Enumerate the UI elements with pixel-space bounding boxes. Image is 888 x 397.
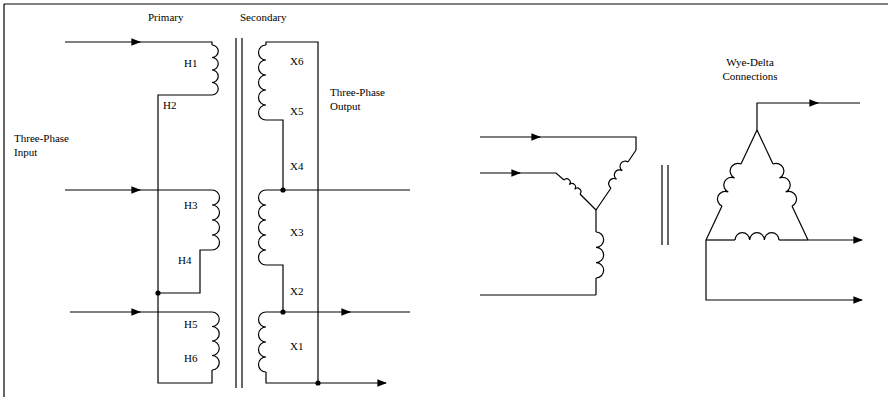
wire (580, 194, 596, 210)
terminal-label: X4 (290, 160, 303, 174)
junction-dot (280, 309, 285, 314)
wire (138, 311, 212, 312)
terminal-label: Wye-Delta Connections (715, 56, 785, 84)
wire (538, 137, 636, 150)
terminal-label: H6 (184, 352, 197, 366)
output-wire (266, 189, 410, 190)
terminal-label: H1 (184, 57, 197, 71)
wire (138, 42, 212, 45)
frame-line (3, 4, 4, 397)
terminal-label: X5 (290, 105, 303, 119)
wire (158, 250, 212, 293)
wire (792, 206, 808, 240)
input-arrow (65, 189, 140, 190)
terminal-label: H3 (184, 199, 197, 213)
coil-winding (564, 179, 581, 194)
input-arrow (480, 172, 520, 173)
core-line (661, 165, 662, 245)
terminal-label: Primary (148, 11, 183, 25)
coil-winding (735, 233, 779, 240)
terminal-label: Three-Phase Input (14, 132, 80, 160)
coil-winding (259, 190, 267, 265)
output-arrow (266, 311, 350, 312)
wire (741, 130, 757, 164)
coil-winding (717, 163, 741, 206)
coil-winding (596, 232, 604, 278)
input-arrow (70, 311, 140, 312)
output-arrow (808, 239, 862, 240)
wire (757, 103, 815, 130)
wire (266, 42, 318, 383)
output-wire (815, 102, 860, 103)
output-wire (348, 311, 410, 312)
terminal-label: H4 (178, 254, 191, 268)
terminal-label: X1 (290, 340, 303, 354)
input-arrow (480, 136, 540, 137)
coil-winding (259, 45, 267, 120)
core-line (235, 38, 236, 388)
core-line (667, 165, 668, 245)
wire (596, 188, 611, 210)
wire (757, 130, 773, 164)
wire (266, 372, 318, 383)
input-arrow (65, 41, 140, 42)
coil-winding (609, 161, 628, 188)
junction-dot (155, 290, 160, 295)
output-arrow (706, 240, 862, 300)
terminal-label: X6 (290, 55, 303, 69)
wire (595, 210, 596, 232)
wire (266, 120, 283, 190)
terminal-label: H5 (184, 318, 197, 332)
terminal-label: X3 (290, 226, 303, 240)
output-arrow (318, 382, 386, 383)
coil-winding (212, 190, 220, 250)
wire (158, 95, 212, 383)
core-line (241, 38, 242, 388)
wire (628, 150, 636, 162)
wire (138, 189, 212, 190)
wire (595, 278, 596, 295)
coil-winding (212, 45, 218, 95)
terminal-label: Three-Phase Output (330, 86, 396, 114)
wire (706, 206, 722, 240)
coil-winding (212, 312, 219, 370)
junction-dot (280, 187, 285, 192)
terminal-label: H2 (163, 99, 176, 113)
terminal-label: X2 (290, 285, 303, 299)
wire (480, 294, 596, 295)
wire (518, 173, 564, 180)
junction-dot (315, 380, 320, 385)
wire (266, 265, 283, 312)
terminal-label: Secondary (240, 11, 286, 25)
wire (779, 239, 808, 240)
frame-line (4, 3, 888, 4)
coil-winding (259, 312, 267, 372)
coil-winding (773, 163, 797, 206)
wire (706, 239, 735, 240)
